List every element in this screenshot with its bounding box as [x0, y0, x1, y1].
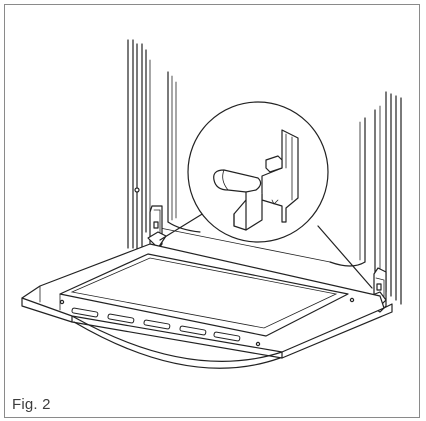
door-vent-slot	[179, 325, 207, 336]
door-vent-slot	[213, 331, 241, 342]
right-oven-side-wall	[374, 91, 402, 305]
hinge-lever-detail-icon	[187, 101, 329, 243]
door-vent-slot	[71, 307, 99, 318]
oven-door	[21, 243, 393, 369]
oven-cavity-back	[159, 71, 366, 267]
left-oven-side-wall	[127, 39, 151, 251]
figure-caption: Fig. 2	[12, 396, 51, 413]
left-hinge	[147, 205, 167, 253]
door-vent-slot	[107, 313, 135, 324]
door-vent-slot	[143, 319, 171, 330]
